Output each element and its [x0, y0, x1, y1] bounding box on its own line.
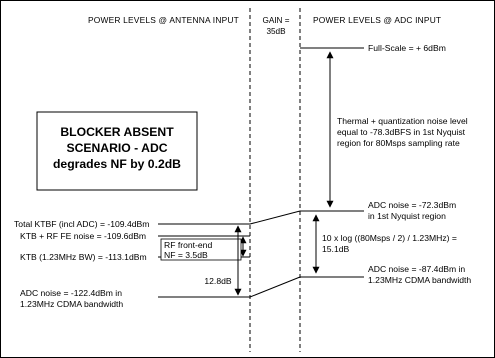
- adc-noise-cdma-label-line2: 1.23MHz CDMA bandwidth: [368, 275, 471, 285]
- ktb-label: KTB (1.23MHz BW) = -113.1dBm: [20, 252, 147, 262]
- adc-noise-cdma-label-line1: ADC noise = -87.4dBm in: [368, 264, 465, 274]
- gain-label-line1: GAIN =: [262, 16, 289, 25]
- antenna-adc-noise-label-line1: ADC noise = -122.4dBm in: [20, 288, 122, 298]
- thermal-noise-label-line2: equal to -78.3dBFS in 1st Nyquist: [337, 127, 466, 137]
- adc-noise-nyquist-label-line2: in 1st Nyquist region: [368, 211, 446, 221]
- upper-gain-transfer-line: [249, 210, 301, 225]
- scenario-title-line2: SCENARIO - ADC: [66, 141, 167, 155]
- total-ktbf-label: Total KTBF (incl ADC) = -109.4dBm: [14, 219, 149, 229]
- gain-label-line2: 35dB: [266, 27, 286, 36]
- processing-gain-formula-line2: 15.1dB: [322, 244, 350, 254]
- adc-header: POWER LEVELS @ ADC INPUT: [313, 15, 441, 25]
- scenario-box: [36, 111, 198, 191]
- ktb-rf-label: KTB + RF FE noise = -109.6dBm: [20, 231, 146, 241]
- full-scale-label: Full-Scale = + 6dBm: [368, 43, 446, 53]
- adc-noise-nyquist-label-line1: ADC noise = -72.3dBm: [368, 200, 456, 210]
- scenario-title-line3: degrades NF by 0.2dB: [53, 157, 181, 171]
- thermal-noise-label-line3: region for 80Msps sampling rate: [337, 138, 460, 148]
- scenario-title-line1: BLOCKER ABSENT: [60, 125, 174, 139]
- thermal-noise-label-line1: Thermal + quantization noise level: [337, 116, 468, 126]
- delta-12-8db-label: 12.8dB: [204, 276, 232, 286]
- rf-fe-label-line1: RF front-end: [164, 240, 212, 250]
- processing-gain-formula-line1: 10 x log ((80Msps / 2) / 1.23MHz) =: [322, 233, 457, 243]
- antenna-header: POWER LEVELS @ ANTENNA INPUT: [88, 15, 239, 25]
- lower-gain-transfer-line: [249, 276, 301, 298]
- antenna-adc-noise-label-line2: 1.23MHz CDMA bandwidth: [20, 299, 123, 309]
- rf-fe-label-line2: NF = 3.5dB: [164, 250, 208, 260]
